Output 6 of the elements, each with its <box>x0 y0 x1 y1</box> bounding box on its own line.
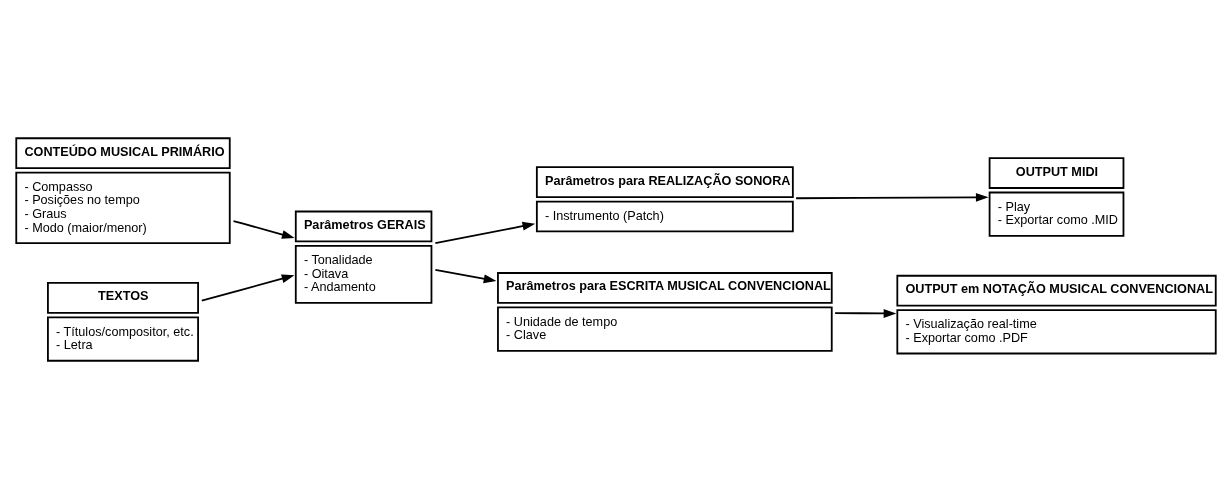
arrow <box>200 274 295 302</box>
arrow <box>434 268 497 284</box>
arrow <box>834 309 897 318</box>
arrow <box>434 221 536 244</box>
arrow <box>232 220 295 239</box>
arrow <box>795 192 989 202</box>
